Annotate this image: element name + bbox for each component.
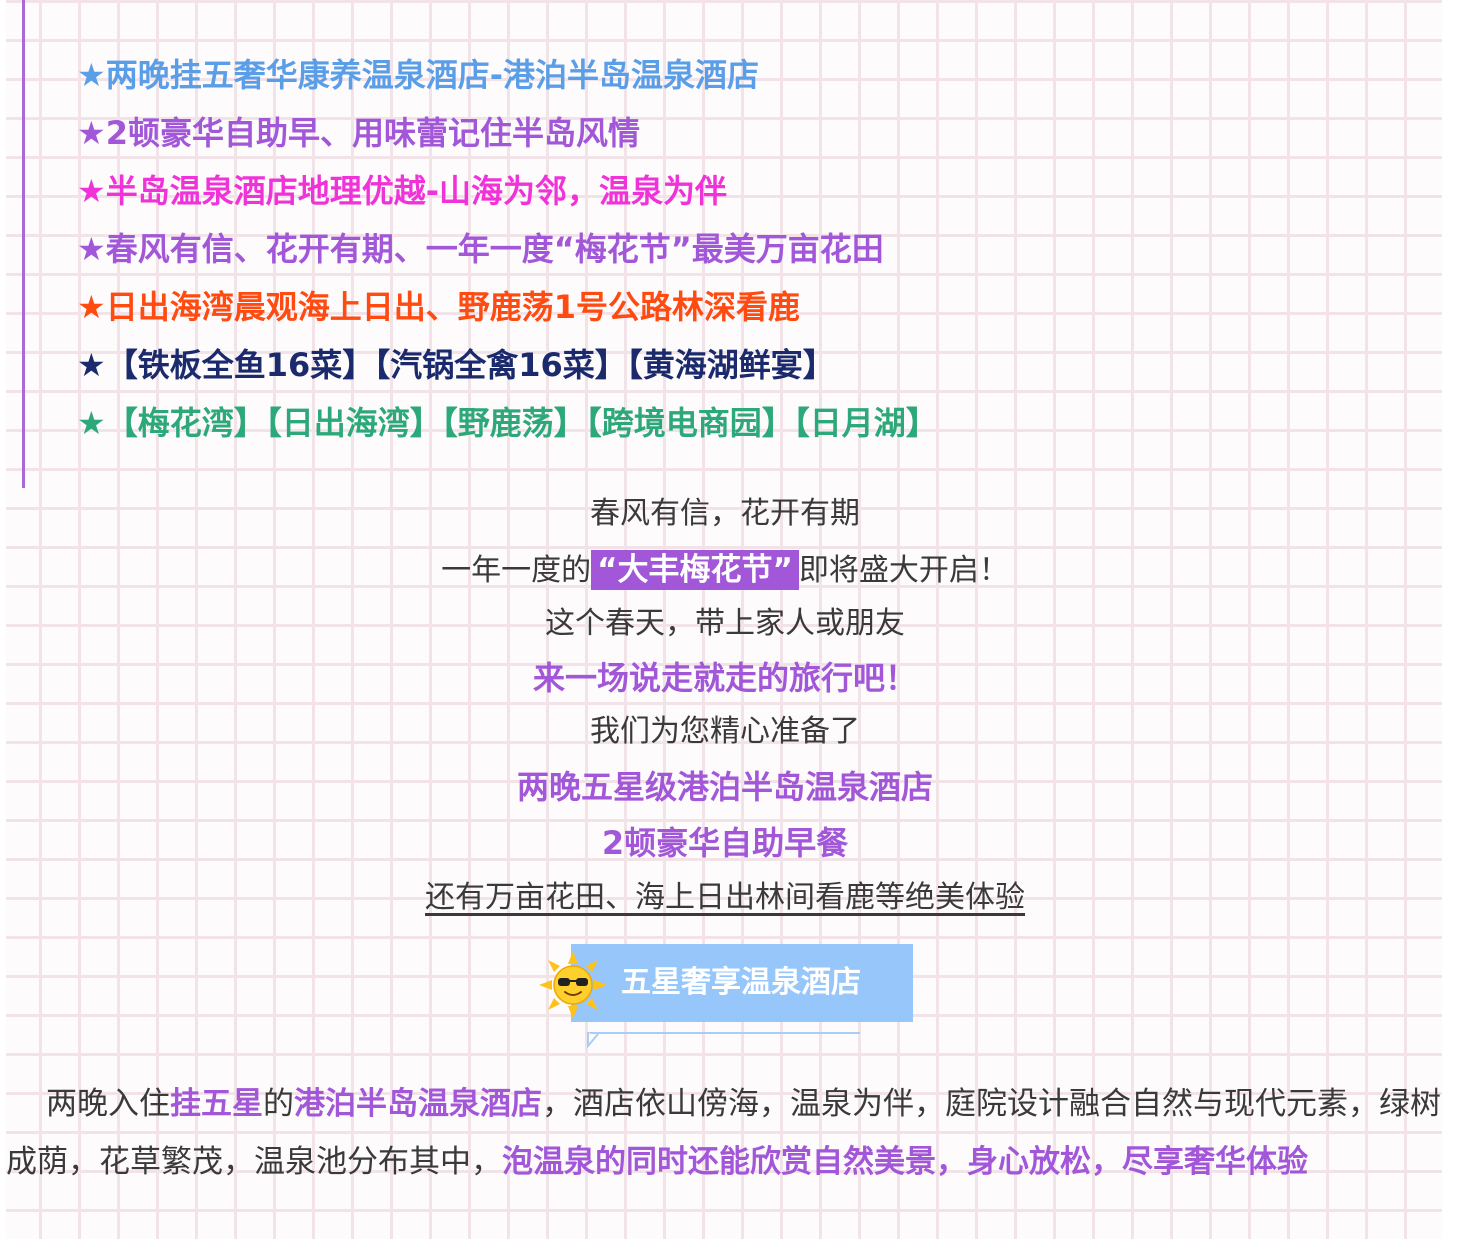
section-banner: 五星奢享温泉酒店 [538,944,918,1048]
intro-line-8-text: 还有万亩花田、海上日出林间看鹿等绝美体验 [425,880,1025,915]
intro-line-2-pre: 一年一度的 [441,553,592,588]
festival-tag: “大丰梅花节” [591,550,799,590]
desc-highlight-experience: 泡温泉的同时还能欣赏自然美景，身心放松，尽享奢华体验 [502,1144,1308,1180]
intro-line-1: 春风有信，花开有期 [590,496,860,531]
highlight-list: ★两晚挂五奢华康养温泉酒店-港泊半岛温泉酒店 ★2顿豪华自助早、用味蕾记住半岛风… [77,50,938,456]
desc-highlight-hotel: 港泊半岛温泉酒店 [294,1086,542,1122]
intro-line-7: 2顿豪华自助早餐 [601,824,849,862]
desc-highlight-five-star: 挂五星 [170,1086,263,1122]
banner-underline [590,1032,860,1034]
highlight-item: ★【梅花湾】【日出海湾】【野鹿荡】【跨境电商园】【日月湖】 [77,404,938,442]
highlight-item: ★半岛温泉酒店地理优越-山海为邻，温泉为伴 [77,172,727,210]
grid-background [6,0,1442,1239]
highlight-item: ★2顿豪华自助早、用味蕾记住半岛风情 [77,114,640,152]
desc-part-3: 的 [263,1086,294,1122]
highlight-item: ★春风有信、花开有期、一年一度“梅花节”最美万亩花田 [77,230,884,268]
hotel-description: 两晚入住挂五星的港泊半岛温泉酒店，酒店依山傍海，温泉为伴，庭院设计融合自然与现代… [6,1075,1442,1191]
intro-line-2: 一年一度的“大丰梅花节”即将盛大开启！ [0,550,1450,591]
intro-line-6: 两晚五星级港泊半岛温泉酒店 [516,768,933,806]
desc-part-5: ，酒店依山傍海，温泉为伴，庭院设计融合自然与现代元素，绿树成荫，花草繁茂，温泉池… [6,1086,1441,1180]
intro-line-5: 我们为您精心准备了 [590,714,860,749]
banner-title: 五星奢享温泉酒店 [571,944,913,1022]
accent-divider-line [22,0,25,488]
intro-line-4: 来一场说走就走的旅行吧！ [532,659,917,697]
intro-line-2-post: 即将盛大开启！ [798,553,1009,588]
sun-sunglasses-icon [539,951,607,1019]
intro-line-8: 还有万亩花田、海上日出林间看鹿等绝美体验 [0,878,1450,918]
highlight-item: ★日出海湾晨观海上日出、野鹿荡1号公路林深看鹿 [77,288,800,326]
desc-part-1: 两晚入住 [46,1086,170,1122]
intro-line-3: 这个春天，带上家人或朋友 [545,606,905,641]
highlight-item: ★【铁板全鱼16菜】【汽锅全禽16菜】【黄海湖鲜宴】 [77,346,835,384]
highlight-item: ★两晚挂五奢华康养温泉酒店-港泊半岛温泉酒店 [77,56,759,94]
banner-tail-icon [587,1032,599,1048]
